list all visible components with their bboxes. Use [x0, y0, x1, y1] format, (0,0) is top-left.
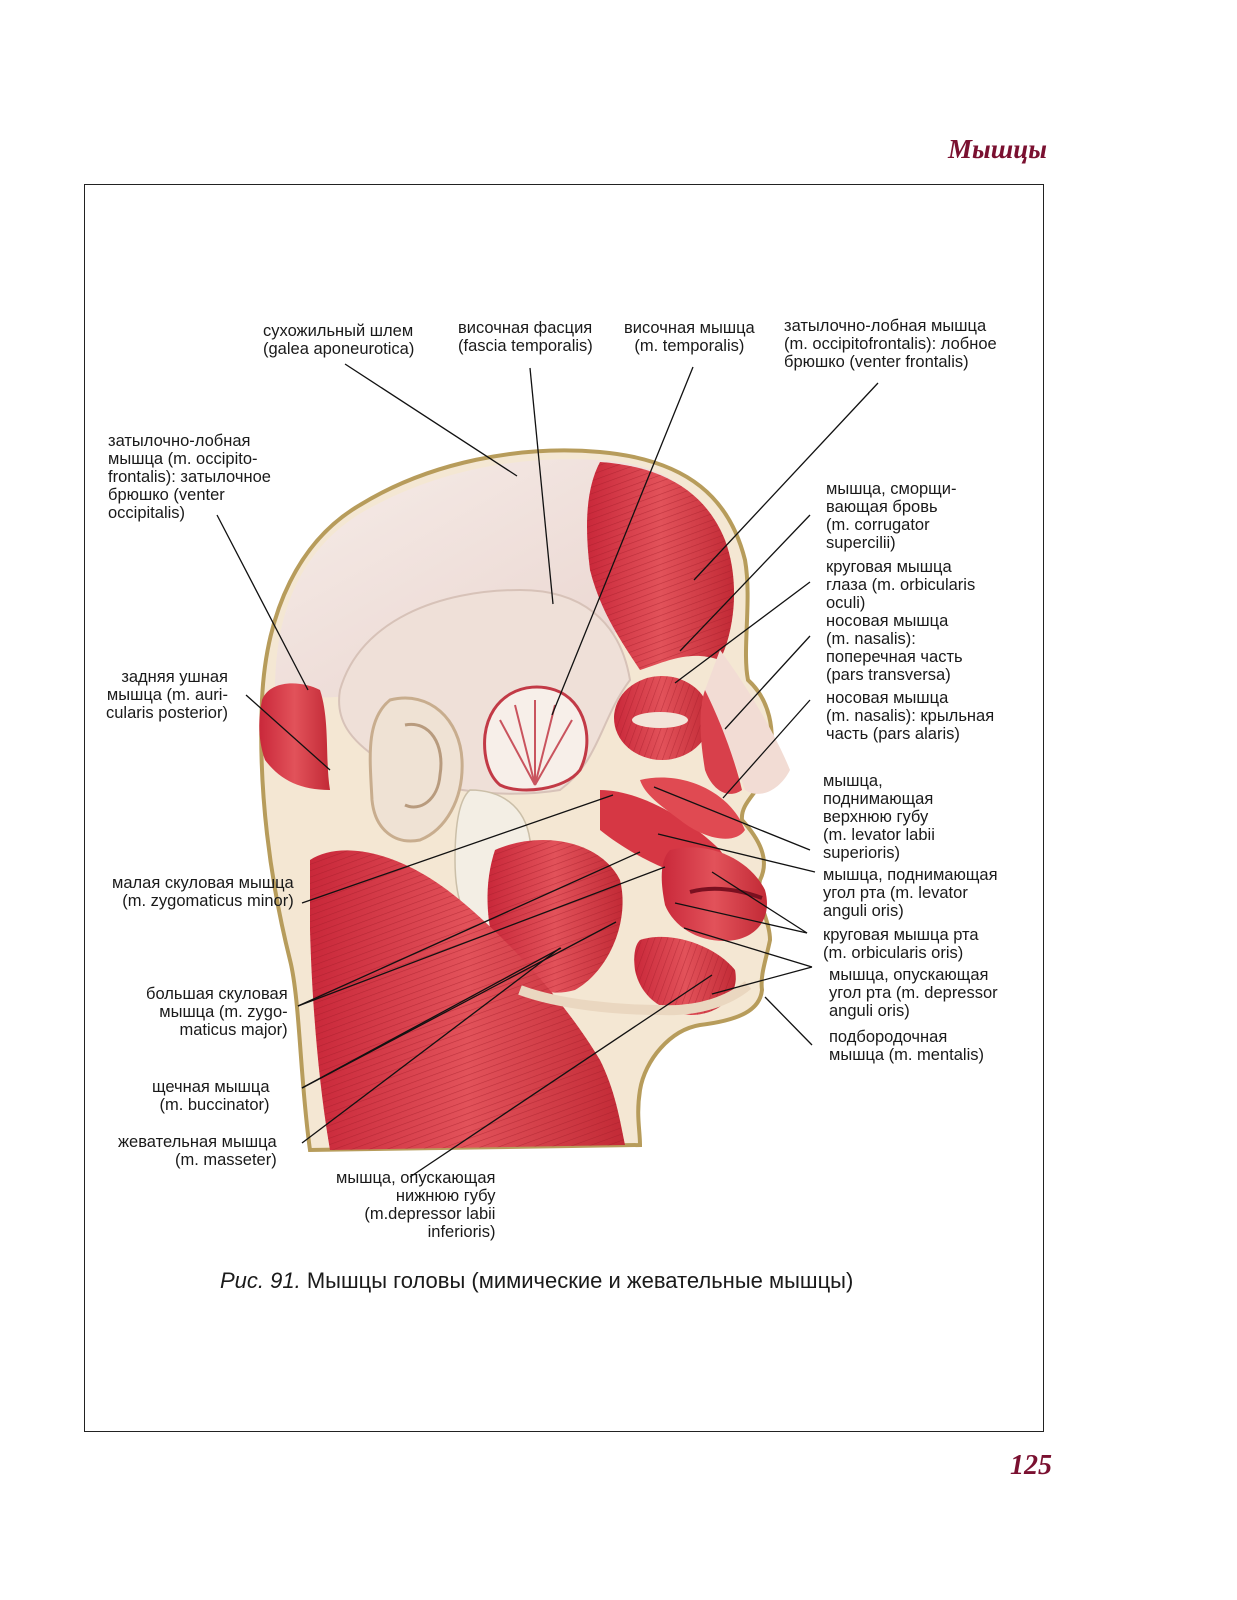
nose: [705, 650, 790, 794]
label-orbicularis-oris: круговая мышца рта (m. orbicularis oris): [823, 926, 979, 962]
caption-ref: Рис. 91.: [220, 1268, 301, 1293]
label-zygomaticus-minor: малая скуловая мышца (m. zygomaticus min…: [112, 874, 294, 910]
label-corrugator-supercilii: мышца, сморщи- вающая бровь (m. corrugat…: [826, 480, 957, 552]
label-mentalis: подбородочная мышца (m. mentalis): [829, 1028, 984, 1064]
label-temporalis: височная мышца (m. temporalis): [624, 319, 755, 355]
label-galea-aponeurotica: сухожильный шлем (galea aponeurotica): [263, 322, 415, 358]
label-depressor-labii-inferioris: мышца, опускающая нижнюю губу (m.depress…: [336, 1169, 496, 1241]
levator-labii-muscle: [640, 777, 745, 839]
label-frontalis: затылочно-лобная мышца (m. occipitofront…: [784, 317, 997, 371]
label-masseter: жевательная мышца (m. masseter): [118, 1133, 277, 1169]
leader-lines: [216, 363, 879, 1178]
occipitalis-muscle: [259, 683, 330, 790]
label-levator-anguli-oris: мышца, поднимающая угол рта (m. levator …: [823, 866, 998, 920]
label-occipitalis: затылочно-лобная мышца (m. occipito- fro…: [108, 432, 271, 522]
label-buccinator: щечная мышца (m. buccinator): [152, 1078, 270, 1114]
label-nasalis-transversa: носовая мышца (m. nasalis): поперечная ч…: [826, 612, 963, 684]
label-orbicularis-oculi: круговая мышца глаза (m. orbicularis ocu…: [826, 558, 976, 612]
label-auricularis-posterior: задняя ушная мышца (m. auri- cularis pos…: [106, 668, 228, 722]
label-fascia-temporalis: височная фасция (fascia temporalis): [458, 319, 593, 355]
figure-frame: [84, 184, 1044, 1432]
caption-text: Мышцы головы (мимические и жевательные м…: [306, 1268, 854, 1293]
ear: [368, 696, 464, 843]
label-depressor-anguli-oris: мышца, опускающая угол рта (m. depressor…: [829, 966, 998, 1020]
label-zygomaticus-major: большая скуловая мышца (m. zygo- maticus…: [146, 985, 288, 1039]
figure-caption: Рис. 91. Мышцы головы (мимические и жева…: [220, 1268, 853, 1294]
label-nasalis-alaris: носовая мышца (m. nasalis): крыльная час…: [826, 689, 995, 743]
label-levator-labii-superioris: мышца, поднимающая верхнюю губу (m. leva…: [823, 772, 935, 862]
nasalis-muscle: [700, 690, 742, 794]
running-head: Мышцы: [948, 134, 1047, 164]
page-number: 125: [1010, 1450, 1052, 1481]
